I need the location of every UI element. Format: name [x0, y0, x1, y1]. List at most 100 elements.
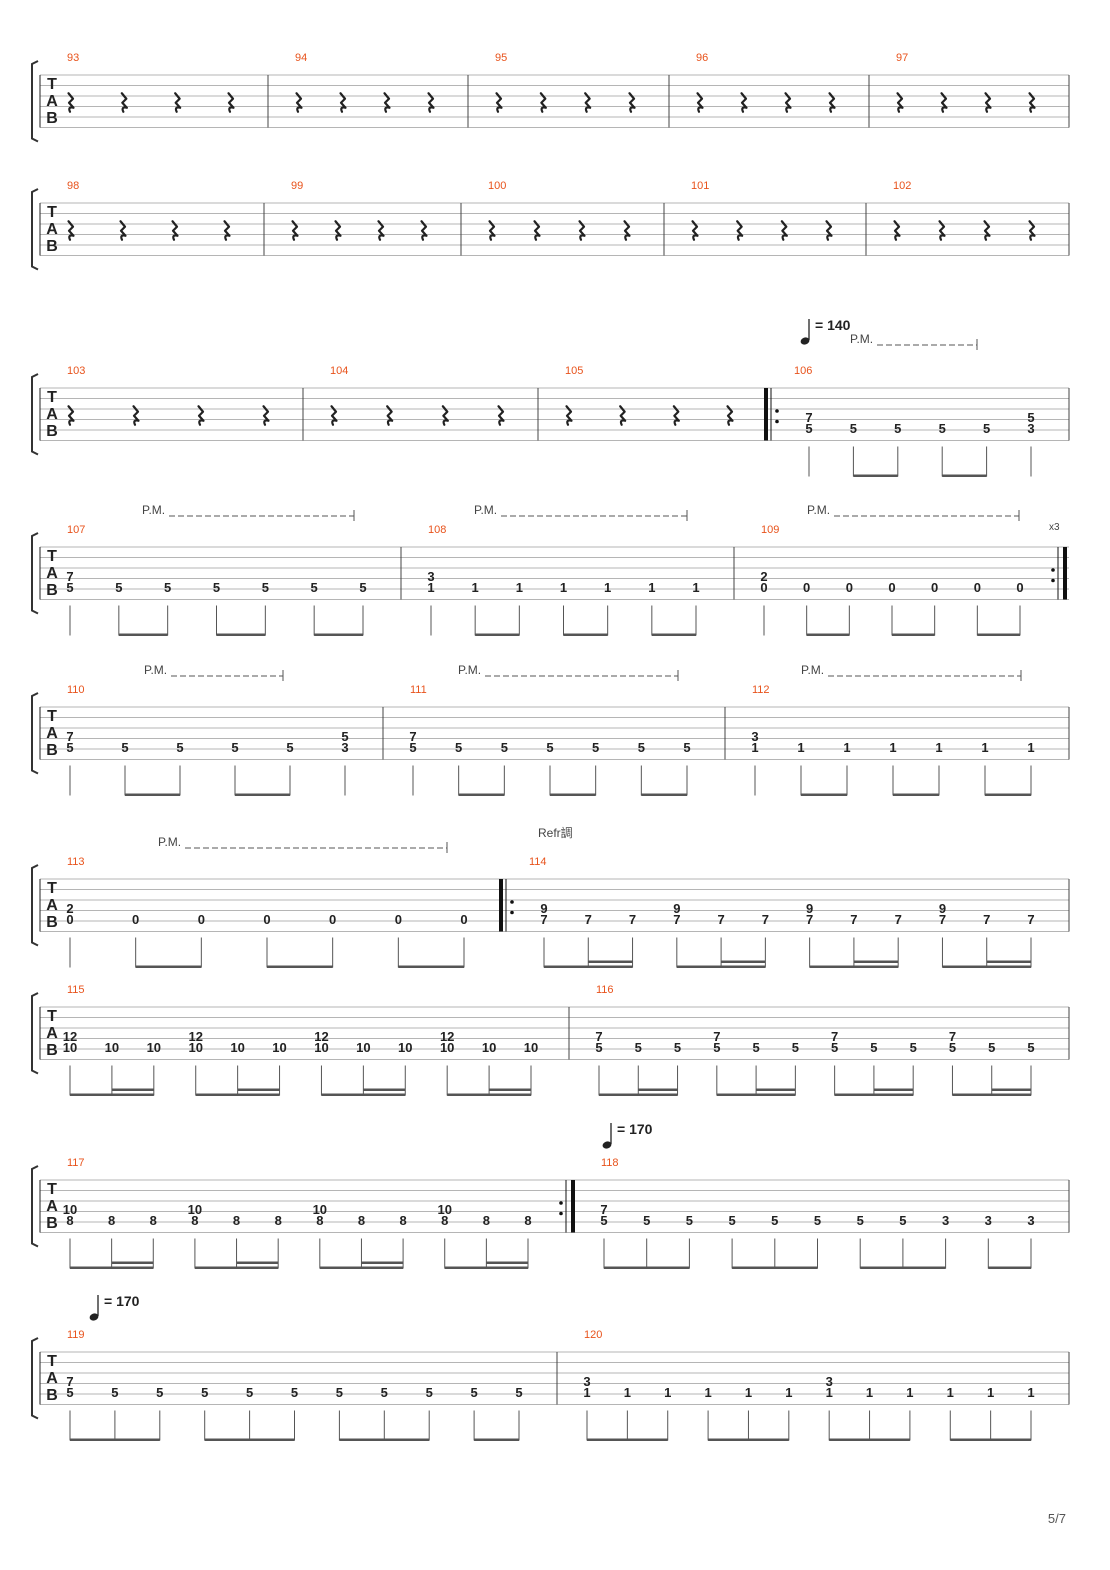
tab-note: 10	[272, 1040, 287, 1096]
beam	[834, 1093, 914, 1096]
fret-number: 5	[381, 1385, 388, 1400]
fret-number: 5	[515, 1385, 522, 1400]
tab-note: 3	[985, 1213, 992, 1269]
fret-number: 7	[585, 912, 592, 927]
quarter-rest	[334, 220, 342, 241]
tab-note: 5	[359, 580, 367, 636]
repeat-start-thick-bar	[499, 879, 503, 932]
measure-number: 99	[291, 180, 303, 192]
fret-number: 1	[516, 580, 523, 595]
tab-note: 1	[797, 740, 805, 796]
palm-mute-label: P.M.	[144, 663, 167, 677]
system-bracket	[31, 992, 39, 1075]
fret-number: 3	[826, 1374, 833, 1389]
secondary-beam	[486, 1261, 528, 1264]
quarter-rest	[488, 220, 496, 241]
tab-note: 5	[635, 1040, 642, 1096]
tab-note: 53	[1027, 410, 1035, 477]
tab-note: 5	[814, 1213, 821, 1269]
tab-note: 5	[201, 1385, 208, 1441]
tab-clef-a: A	[46, 1198, 58, 1215]
quarter-rest	[565, 405, 573, 426]
fret-number: 5	[111, 1385, 118, 1400]
measure-number: 95	[495, 52, 507, 64]
palm-mute-label: P.M.	[807, 503, 830, 517]
tab-note: 1	[648, 580, 655, 636]
tab-note: 5	[156, 1385, 163, 1441]
tab-note: 1	[1027, 1385, 1035, 1441]
tab-note: 5	[674, 1040, 681, 1096]
tab-note: 75	[66, 1374, 74, 1441]
tab-note: 5	[381, 1385, 388, 1441]
fret-number: 10	[105, 1040, 119, 1055]
fret-number: 10	[524, 1040, 538, 1055]
fret-number: 7	[983, 912, 990, 927]
tab-note: 5	[515, 1385, 523, 1441]
tab-note: 1	[889, 740, 897, 796]
quarter-rest	[584, 92, 592, 113]
tempo-value: = 140	[815, 317, 851, 333]
tab-note: 8	[358, 1213, 365, 1269]
measure-number: 107	[67, 524, 85, 536]
tab-note: 31	[751, 729, 759, 796]
quarter-rest	[1028, 220, 1036, 241]
tab-note: 53	[341, 729, 349, 796]
beam	[708, 1438, 789, 1441]
tab-note: 10	[482, 1040, 496, 1096]
fret-number: 10	[188, 1040, 202, 1055]
beam	[118, 633, 168, 636]
tab-clef-t: T	[47, 389, 57, 406]
tab-note: 1	[785, 1385, 792, 1441]
quarter-rest	[1028, 92, 1036, 113]
quarter-rest	[983, 220, 991, 241]
system-bracket	[31, 1165, 39, 1248]
fret-number: 5	[201, 1385, 208, 1400]
fret-number: 0	[460, 912, 467, 927]
fret-number: 5	[546, 740, 553, 755]
fret-number: 10	[63, 1040, 77, 1055]
tab-note: 97	[540, 901, 548, 968]
secondary-beam	[873, 1088, 914, 1091]
palm-mute-label: P.M.	[850, 332, 873, 346]
tab-note: 5	[262, 580, 269, 636]
tab-clef-a: A	[46, 221, 58, 238]
fret-number: 3	[985, 1213, 992, 1228]
fret-number: 3	[942, 1213, 949, 1228]
quarter-rest	[67, 92, 75, 113]
tab-clef-b: B	[46, 1387, 58, 1404]
measure-number: 117	[67, 1157, 85, 1169]
beam	[676, 965, 766, 968]
repeat-dot	[1051, 578, 1055, 583]
palm-mute-label: P.M.	[458, 663, 481, 677]
tab-note: 5	[728, 1213, 736, 1269]
tab-note: 5	[546, 740, 554, 796]
palm-mute-label: P.M.	[801, 663, 824, 677]
fret-number: 1	[1027, 1385, 1034, 1400]
quarter-rest	[420, 220, 428, 241]
measure-number: 111	[410, 684, 427, 696]
tab-note: 5	[686, 1213, 693, 1269]
tab-note: 5	[857, 1213, 864, 1269]
fret-number: 5	[638, 740, 645, 755]
tab-note: 1	[947, 1385, 954, 1441]
beam	[550, 793, 596, 796]
tab-clef-b: B	[46, 1215, 58, 1232]
quarter-rest	[784, 92, 792, 113]
fret-number: 10	[482, 1040, 496, 1055]
quarter-rest	[339, 92, 347, 113]
tab-note: 5	[683, 740, 691, 796]
measure-number: 120	[584, 1329, 602, 1341]
tempo-value: = 170	[617, 1121, 653, 1137]
fret-number: 5	[728, 1213, 735, 1228]
tab-note: 0	[846, 580, 853, 636]
measure-104: 104	[330, 365, 505, 426]
tempo-mark: = 170	[89, 1293, 140, 1321]
measure-96: 96	[696, 52, 836, 113]
tab-clef-t: T	[47, 76, 57, 93]
tab-note: 5	[983, 421, 990, 477]
